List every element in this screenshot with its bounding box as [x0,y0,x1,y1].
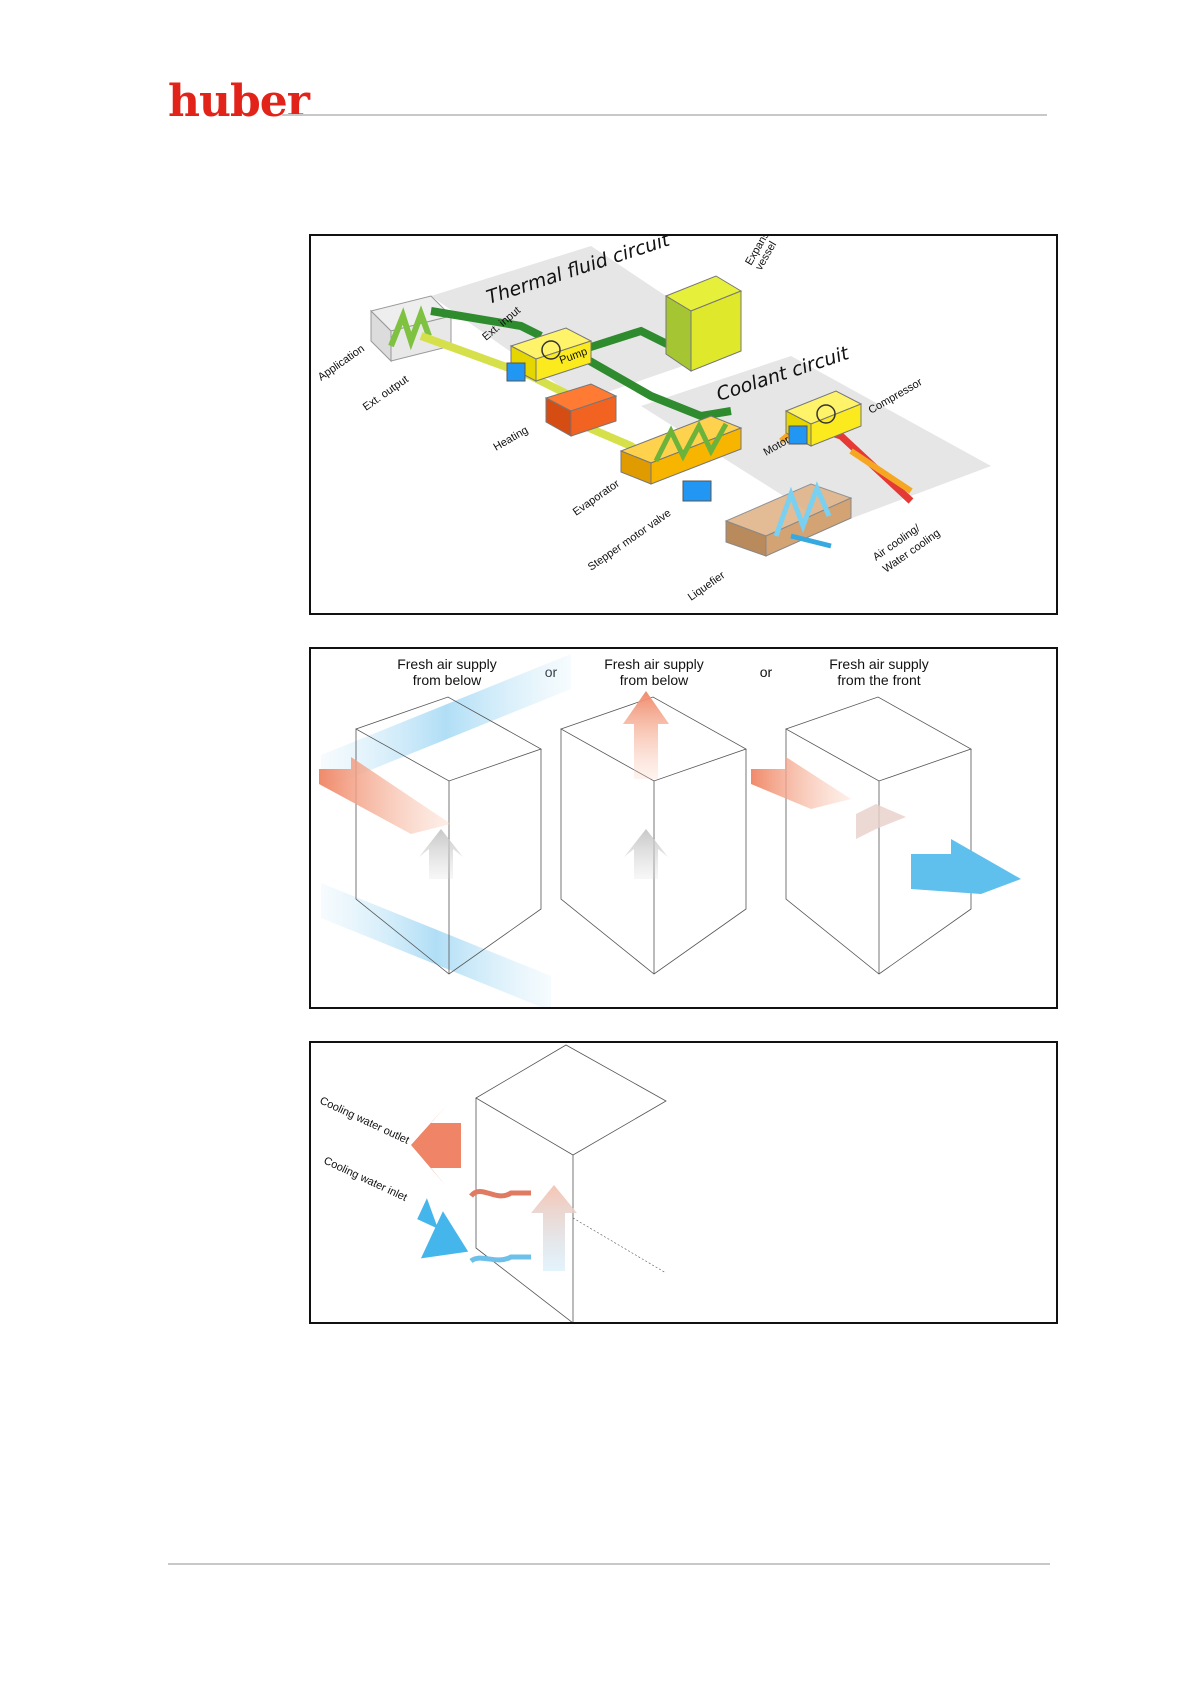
cabinet-3 [751,696,1021,975]
application-box [370,295,452,363]
caption-1b: from below [413,672,482,688]
header-rule [282,114,1047,116]
cooling-water-diagram: Cooling water outlet Cooling water inlet [318,1044,667,1322]
or-2: or [760,664,773,680]
circuit-diagram-panel: Thermal fluid circuit Coolant circuit Ap… [309,234,1058,615]
caption-3a: Fresh air supply [829,656,929,672]
expansion-vessel [664,275,743,372]
heating-block [544,383,618,437]
label-compressor: Compressor [867,376,925,417]
label-application: Application [316,343,367,384]
circuit-diagram: Thermal fluid circuit Coolant circuit Ap… [316,236,991,603]
cooling-water-outlet-arrow [411,1106,531,1199]
cabinet-1 [319,653,571,1007]
pump [506,327,593,382]
cooling-water-inlet-arrow [417,1198,531,1264]
label-cooling-water-outlet: Cooling water outlet [318,1095,411,1147]
evaporator [619,415,743,485]
huber-logo: huber [168,76,310,127]
label-ext-output: Ext. output [361,373,411,413]
caption-2a: Fresh air supply [604,656,704,672]
stepper-valve [682,480,712,502]
caption-2b: from below [620,672,689,688]
label-heating: Heating [492,424,531,453]
air-supply-diagram: Fresh air supply from below or Fresh air… [319,653,1021,1007]
liquefier [724,481,853,557]
cooling-water-panel: Cooling water outlet Cooling water inlet [309,1041,1058,1324]
caption-1a: Fresh air supply [397,656,497,672]
air-flow-up-arrow [531,1185,577,1271]
air-supply-panel: Fresh air supply from below or Fresh air… [309,647,1058,1009]
label-liquefier: Liquefier [686,569,728,603]
caption-3b: from the front [837,672,920,688]
label-cooling-water-inlet: Cooling water inlet [322,1155,409,1204]
label-evaporator: Evaporator [571,478,622,519]
cabinet-2 [560,691,747,975]
label-stepper-valve: Stepper motor valve [586,507,674,573]
compressor [784,390,863,447]
footer-rule [168,1563,1050,1565]
